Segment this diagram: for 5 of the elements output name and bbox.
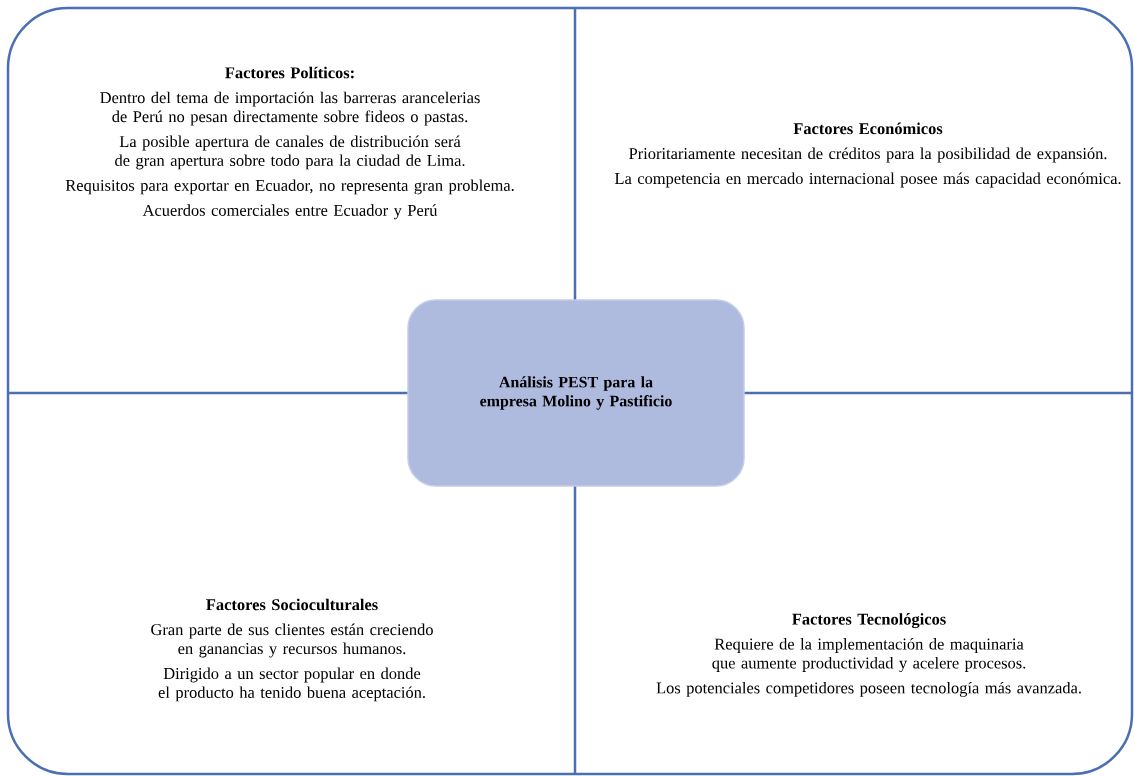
factor-text: Factores Políticos: Dentro del tema de importación las barreras arancelerias de Perú no pesan directamente sobre fideos o pastas. La posible apertura de canales de distribución será de gran apertura sobre todo para la ciudad de Lima. Requisitos para exportar en Ecuador, no representa gran problema. Acuerdos comerciales entre Ecuador y Perú <box>65 66 514 220</box>
factor-text: Factores Socioculturales Gran parte de sus clientes están creciendo en ganancias y recursos humanos. Dirigido a un sector popular en donde el producto ha tenido buena aceptación. <box>151 598 433 702</box>
center-box: Análisis PEST para la empresa Molino y Pastificio <box>407 299 745 487</box>
factor-text: Factores Económicos Prioritariamente necesitan de créditos para la posibilidad de expansión. La competencia en mercado internacional posee más capacidad económica. <box>614 122 1121 188</box>
factor-text: Factores Tecnológicos Requiere de la implementación de maquinaria que aumente productividad y acelere procesos. Los potenciales competidores poseen tecnología más avanzada. <box>656 613 1081 697</box>
